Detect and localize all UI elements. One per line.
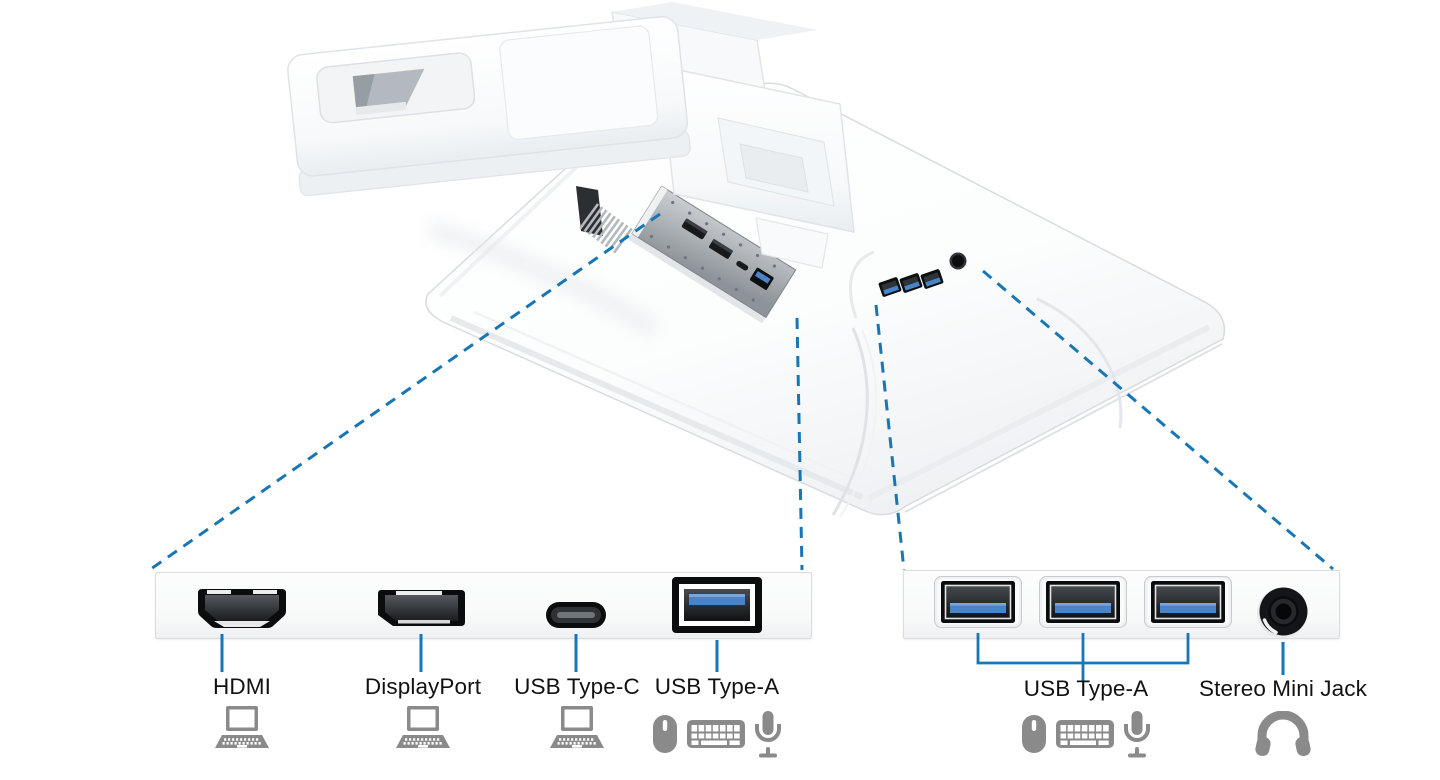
microphone-icon — [755, 711, 781, 758]
stand-release-latch — [739, 143, 809, 193]
mouse-icon — [653, 715, 677, 753]
usb-a-hub-port-3-graphic — [1144, 576, 1232, 628]
monitor-port-recess — [628, 185, 797, 324]
laptop-icon — [550, 706, 604, 748]
usb-peripherals-icons — [1021, 710, 1151, 758]
usb-peripherals-icons — [652, 710, 782, 758]
monitor-back-slab — [425, 82, 1226, 518]
usb-a-hub-port-2-graphic — [1039, 576, 1127, 628]
port-connector-lines — [220, 634, 1285, 675]
mouse-icon — [1022, 715, 1046, 753]
keyboard-icon — [1056, 720, 1114, 748]
headphones-icon — [1255, 711, 1311, 757]
usb-a-port-graphic — [672, 577, 762, 633]
port-label-stereo-mini-jack: Stereo Mini Jack — [1199, 676, 1367, 701]
port-label-displayport: DisplayPort — [364, 674, 482, 699]
carry-handle-cutout — [316, 52, 476, 124]
usb-group-bracket — [976, 633, 1190, 682]
recess-mini-ports — [681, 218, 774, 290]
stand-column — [611, 2, 855, 269]
monitor-audio-jack-hole — [949, 252, 967, 270]
stand-slot — [576, 186, 603, 236]
hdmi-port-graphic — [198, 589, 286, 628]
port-label-hdmi: HDMI — [213, 674, 271, 699]
stand-release-plate — [717, 117, 835, 207]
monitor-usb-hub-ports — [878, 252, 967, 297]
displayport-port-graphic — [378, 590, 465, 626]
stand-arm — [287, 15, 691, 197]
usb-a-hub-port-1-graphic — [934, 576, 1022, 628]
microphone-icon — [1124, 711, 1150, 758]
laptop-icon — [215, 706, 269, 748]
dashed-callout-lines — [147, 212, 1334, 573]
keyboard-icon — [687, 720, 745, 748]
vent-ribs — [579, 203, 633, 254]
port-label-usb-type-a: USB Type-A — [654, 674, 780, 699]
stereo-mini-jack-graphic — [1257, 587, 1308, 638]
port-label-usb-type-a-hub: USB Type-A — [1023, 676, 1149, 701]
laptop-icon — [396, 706, 450, 748]
usb-c-port-graphic — [546, 602, 606, 628]
port-label-usb-type-c: USB Type-C — [514, 674, 640, 699]
